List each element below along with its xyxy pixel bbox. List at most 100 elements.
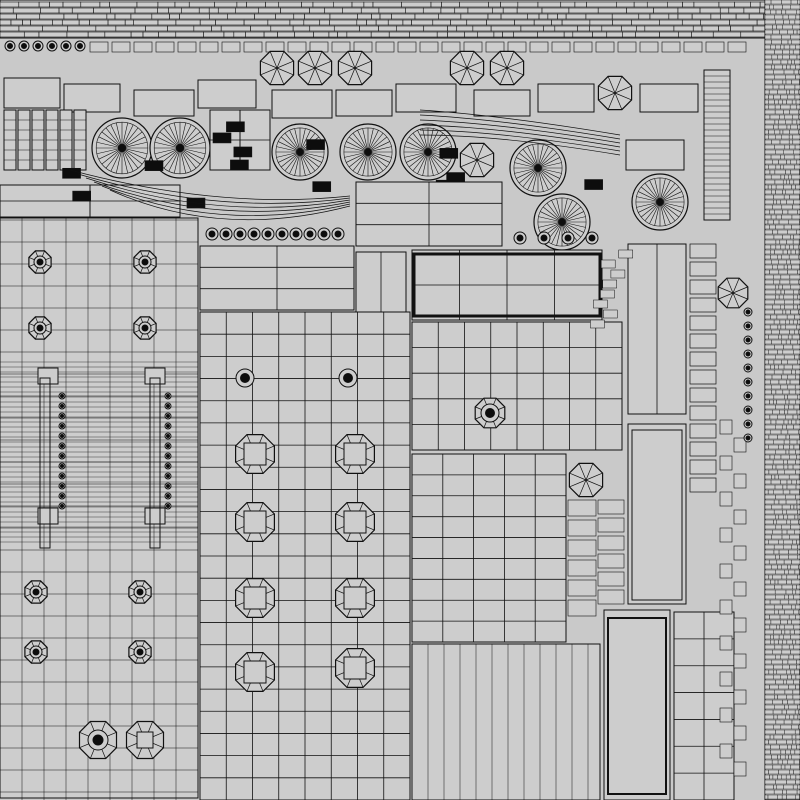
right-strip-bit: [764, 164, 769, 170]
curved-wire: [109, 189, 351, 221]
rivet-core: [60, 394, 64, 398]
right-strip-bit: [777, 759, 783, 765]
center-panel-region: [355, 249, 623, 800]
right-strip-bit: [774, 484, 784, 490]
strip-brick: [309, 7, 326, 14]
right-strip-bit: [775, 424, 783, 430]
right-strip-bit: [789, 64, 796, 70]
right-strip-bit: [770, 364, 775, 370]
right-strip-bit: [783, 344, 794, 350]
right-strip-bit: [764, 39, 772, 45]
strip-brick: [589, 25, 603, 32]
strip-brick: [324, 7, 343, 14]
right-strip-bit: [779, 744, 788, 750]
right-stack-plate: [689, 243, 717, 259]
right-strip-bit: [775, 19, 784, 25]
left-socket-ring-core: [141, 258, 149, 266]
radial-fan-spoke: [556, 221, 563, 246]
right-strip-bit: [773, 724, 782, 730]
octagon-vent-spoke: [450, 67, 468, 76]
octagon-vent-spoke: [569, 472, 587, 481]
right-strip-bit: [775, 239, 781, 245]
right-strip-bit: [769, 169, 776, 175]
right-strip-bit: [775, 244, 782, 250]
right-strip-bit: [764, 469, 770, 475]
tiny-part: [593, 299, 608, 309]
right-strip-bit: [764, 269, 770, 275]
right-strip-bit: [796, 664, 800, 670]
strip-brick: [538, 13, 549, 20]
side-slat: [567, 539, 597, 557]
strip-brick: [62, 1, 82, 8]
right-strip-bit: [787, 209, 798, 215]
right-strip-bit: [789, 49, 794, 55]
right-strip-bit: [764, 59, 773, 65]
right-strip-bit: [782, 349, 794, 355]
right-strip-bit: [792, 414, 799, 420]
right-strip-bit: [775, 654, 781, 660]
radial-fan-spoke: [348, 151, 369, 168]
right-strip-bit: [787, 459, 796, 465]
right-strip-bit: [792, 784, 798, 790]
black-chip: [439, 148, 459, 159]
right-strip-bit: [782, 189, 786, 195]
right-strip-bit: [764, 769, 769, 775]
radial-fan-spoke: [179, 122, 187, 149]
right-strip-bit: [791, 369, 796, 375]
strip-brick: [95, 25, 117, 32]
gauge-row-chip: [265, 41, 285, 53]
right-strip-bit: [777, 694, 787, 700]
radial-fan-spoke: [542, 206, 563, 223]
right-strip-bit: [795, 389, 800, 395]
right-strip-bit: [794, 669, 800, 675]
radial-fan-spoke: [299, 130, 311, 153]
right-area-region: [567, 69, 753, 800]
radial-fan-spoke: [514, 167, 539, 174]
right-strip-bit: [791, 479, 797, 485]
rivet-core: [60, 494, 64, 498]
right-strip-bit: [773, 219, 780, 225]
rivet-core: [60, 504, 64, 508]
right-strip-bit: [780, 764, 786, 770]
right-strip-bit: [793, 444, 800, 450]
strip-brick: [759, 7, 766, 14]
right-strip-bit: [772, 304, 781, 310]
right-strip-bit: [796, 479, 800, 485]
right-strip-bit: [781, 574, 788, 580]
radial-fan-spoke: [168, 124, 181, 149]
right-strip-bit: [793, 759, 800, 765]
right-strip-bit: [764, 494, 776, 500]
radial-fan-spoke: [427, 151, 434, 176]
right-strip-bit: [769, 624, 777, 630]
radial-fan-spoke: [561, 198, 568, 223]
radial-fan-spoke: [121, 136, 146, 149]
radial-fan-spoke: [110, 124, 123, 149]
right-strip-bit: [786, 199, 794, 205]
black-chip: [226, 121, 245, 133]
right-strip-bit: [792, 589, 797, 595]
right-strip-bit: [796, 104, 800, 110]
right-strip-bit: [771, 374, 782, 380]
right-strip-bit: [795, 399, 800, 405]
right-strip-bit: [772, 764, 782, 770]
right-strip-bit: [788, 139, 794, 145]
black-chip: [230, 159, 249, 171]
right-strip-bit: [796, 584, 800, 590]
right-stack-plate: [689, 405, 717, 421]
deck-hatch-square: [243, 660, 267, 684]
right-strip-bit: [774, 104, 781, 110]
radial-fan-spoke: [289, 151, 301, 174]
right-strip-bit: [780, 324, 786, 330]
right-strip-bit: [785, 119, 793, 125]
strip-brick: [214, 1, 238, 8]
curved-wire: [419, 119, 621, 144]
strip-brick: [363, 1, 374, 8]
right-strip-bit: [791, 174, 800, 180]
strip-brick: [351, 1, 365, 8]
right-strip-bit: [794, 629, 800, 635]
strip-brick: [432, 19, 451, 26]
radial-fan-spoke: [367, 141, 390, 153]
rivet-core: [166, 504, 170, 508]
right-strip-bit: [782, 79, 787, 85]
right-strip-bit: [785, 414, 794, 420]
